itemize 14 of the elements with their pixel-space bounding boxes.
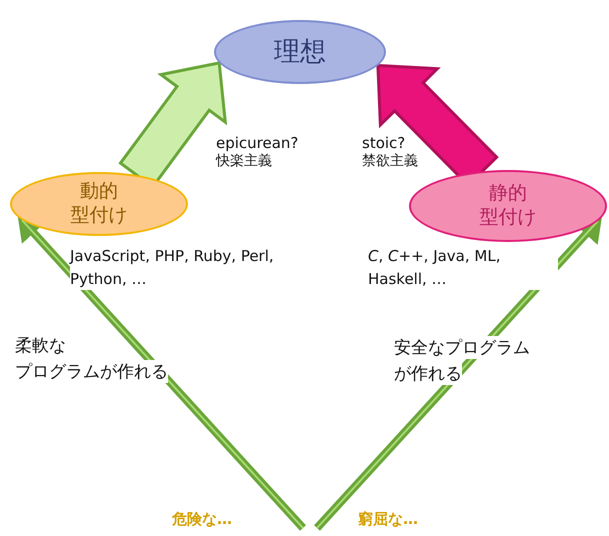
annotation-text: 危険な… bbox=[172, 510, 232, 529]
annotation-text: プログラムが作れる bbox=[15, 360, 168, 383]
annotation-text: 快楽主義 bbox=[216, 152, 272, 170]
annotation-text: が作れる bbox=[394, 362, 462, 385]
node-text: 理想 bbox=[274, 36, 326, 68]
node-text: 型付け bbox=[70, 204, 128, 228]
annotation-text: 禁欲主義 bbox=[362, 152, 418, 170]
annotation-text: 安全なプログラム bbox=[394, 336, 530, 359]
annotation-text: 柔軟な bbox=[15, 334, 66, 357]
annotation-text: epicurean? bbox=[216, 134, 298, 152]
node-text: 静的 bbox=[489, 182, 527, 206]
node-text: 動的 bbox=[80, 180, 118, 204]
annotation-text: 窮屈な… bbox=[358, 510, 418, 529]
node-text: 型付け bbox=[480, 206, 536, 230]
